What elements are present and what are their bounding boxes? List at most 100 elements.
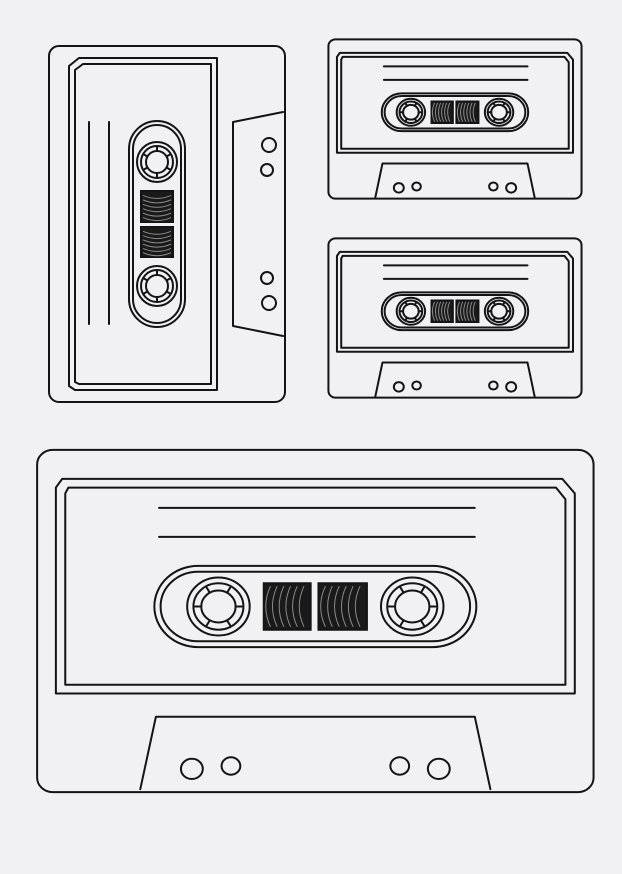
guide-hole (394, 183, 404, 192)
reel-tooth (144, 168, 147, 170)
left-reel (397, 298, 425, 325)
reel-tooth (503, 103, 504, 105)
tape-right-spool (141, 191, 173, 222)
tape-winding-line (143, 236, 171, 239)
tape-winding-line (457, 103, 459, 122)
cassette-shell (37, 450, 593, 792)
tape-winding-line (442, 302, 444, 321)
bottom-guide (375, 363, 534, 397)
tape-winding-line (341, 586, 346, 627)
reel-inner-ring (193, 583, 243, 629)
right-reel (485, 298, 513, 325)
reel-tooth (406, 119, 407, 121)
capstan-hole (261, 164, 273, 176)
reel-window-inner (161, 572, 470, 642)
cassette-shell (49, 46, 285, 402)
tape-winding-line (432, 302, 434, 321)
tape-winding-line (439, 103, 441, 122)
capstan-hole (261, 272, 273, 284)
tape-winding-line (461, 103, 463, 122)
tape-winding-line (473, 103, 475, 122)
tape-winding-line (435, 103, 437, 122)
reel-inner-ring (387, 583, 437, 629)
tape-winding-line (299, 586, 304, 627)
tape-winding-line (445, 302, 447, 321)
reel-tooth (503, 302, 504, 304)
tape-winding-line (143, 195, 171, 198)
reel-tooth (167, 168, 170, 170)
capstan-hole (489, 381, 498, 389)
tape-winding-line (143, 204, 171, 207)
tape-window-fill (318, 583, 366, 629)
reel-tooth (401, 620, 404, 625)
tape-winding-line (448, 302, 450, 321)
tape-window-fill (456, 101, 478, 123)
capstan-hole (412, 381, 421, 389)
reel-window-inner (385, 295, 526, 327)
cassette-large (37, 450, 593, 792)
tape-winding-line (143, 244, 171, 247)
tape-winding-line (143, 209, 171, 212)
capstan-hole (412, 182, 421, 190)
reel-tooth (227, 588, 230, 593)
tape-winding-line (464, 302, 466, 321)
label-area (56, 479, 575, 694)
tape-winding-line (432, 103, 434, 122)
tape-left-spool (432, 300, 453, 322)
tape-winding-line (348, 586, 353, 627)
tape-winding-line (335, 586, 340, 627)
tape-winding-line (293, 586, 298, 627)
reel-window-inner (385, 96, 526, 128)
tape-winding-line (266, 586, 271, 627)
tape-winding-line (143, 248, 171, 251)
cassette-shell (328, 39, 581, 198)
reel-tooth (494, 119, 495, 121)
guide-hole (506, 183, 516, 192)
tape-winding-line (143, 200, 171, 203)
tape-winding-line (143, 240, 171, 243)
reel-outer-ring (137, 142, 177, 182)
guide-hole (428, 759, 450, 779)
tape-winding-line (439, 302, 441, 321)
reel-window-outer (129, 121, 185, 327)
tape-winding-line (457, 302, 459, 321)
tape-winding-line (470, 302, 472, 321)
guide-hole (262, 296, 276, 310)
tape-right-spool (456, 300, 478, 322)
reel-tooth (415, 302, 416, 304)
tape-winding-line (435, 302, 437, 321)
tape-winding-line (442, 103, 444, 122)
reel-tooth (144, 292, 147, 294)
reel-tooth (503, 318, 504, 320)
reel-tooth (494, 318, 495, 320)
tape-window-fill (141, 227, 173, 257)
reel-tooth (415, 103, 416, 105)
bottom-guide (233, 112, 283, 336)
label-area (337, 252, 573, 352)
reel-outer-ring (187, 578, 250, 636)
tape-winding-line (473, 302, 475, 321)
tape-winding-line (328, 586, 333, 627)
reel-tooth (406, 103, 407, 105)
left-reel (137, 266, 177, 306)
tape-right-spool (456, 101, 478, 123)
tape-winding-line (461, 302, 463, 321)
tape-winding-line (272, 586, 277, 627)
tape-winding-line (464, 103, 466, 122)
reel-tooth (503, 119, 504, 121)
reel-tooth (494, 103, 495, 105)
tape-right-spool (318, 583, 366, 629)
reel-tooth (421, 588, 424, 593)
tape-winding-line (286, 586, 291, 627)
label-inner-border (65, 488, 565, 685)
label-inner-border (75, 64, 211, 384)
reel-tooth (167, 155, 170, 157)
tape-window-fill (456, 300, 478, 322)
cassette-small-middle (328, 238, 581, 397)
tape-window-fill (432, 101, 453, 123)
tape-winding-line (143, 218, 171, 221)
capstan-hole (222, 757, 241, 774)
reel-tooth (415, 318, 416, 320)
right-reel (381, 578, 444, 636)
